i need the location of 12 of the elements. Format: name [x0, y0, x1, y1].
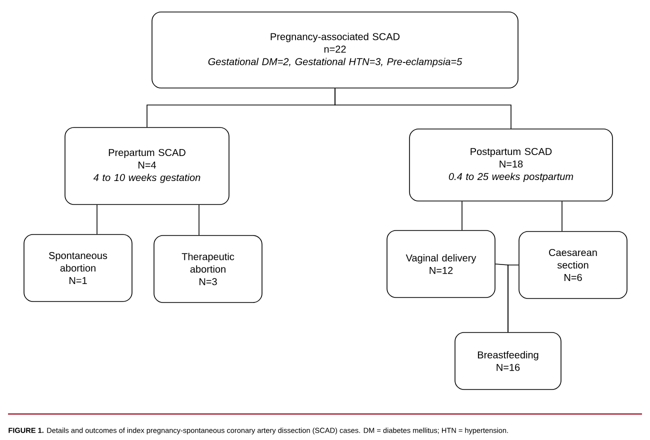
process-box: Therapeutic abortion N=3 — [154, 235, 262, 303]
process-box: Prepartum SCAD N=4 4 to 10 weeks gestation — [64, 127, 230, 205]
connector-line — [198, 204, 200, 236]
process-box: Breastfeeding N=16 — [454, 332, 562, 390]
process-box: Pregnancy-associated SCAD n=22 Gestational DM=2, Gestational HTN=3, Pre-eclampsia=5 — [152, 12, 518, 88]
connector-line — [334, 88, 512, 129]
process-box: Spontaneous abortion N=1 — [24, 234, 132, 302]
process-box: Postpartum SCAD N=18 0.4 to 25 weeks postpartum — [409, 128, 613, 202]
process-box: Caesarean section N=6 — [518, 231, 628, 299]
process-box: Vaginal delivery N=12 — [386, 230, 496, 298]
connector-line — [508, 264, 519, 332]
connector-line — [96, 204, 98, 234]
